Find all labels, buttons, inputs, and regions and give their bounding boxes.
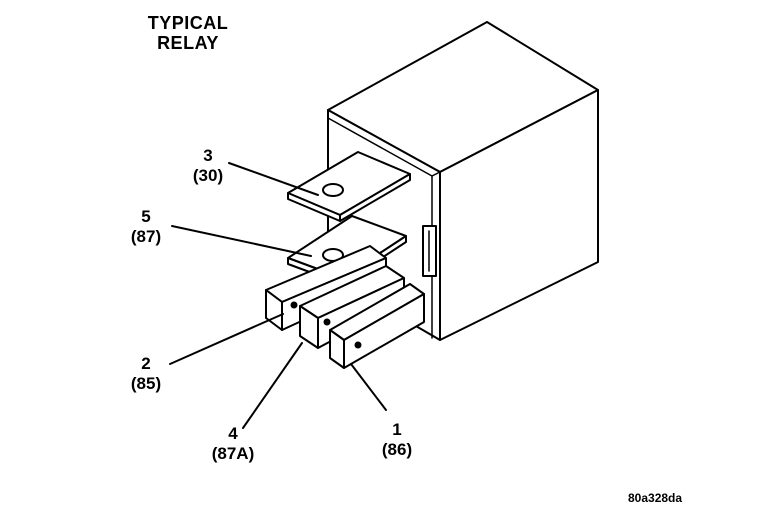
leader-lines [169,162,387,429]
leader-line-1 [350,363,387,411]
terminal-blade-1 [329,283,425,369]
terminal-label-4: 4 (87A) [198,424,268,464]
terminal-number: 1 [392,420,402,439]
terminal-blade-1-hole [354,341,362,349]
leader-line-5 [171,225,312,257]
terminal-code: (87A) [211,444,255,463]
terminal-code: (86) [381,440,413,459]
terminal-number: 5 [141,207,151,226]
terminal-label-1: 1 (86) [370,420,424,460]
diagram-title: TYPICAL RELAY [138,13,238,53]
terminal-blade-3-hole [322,183,344,197]
leader-line-2 [169,313,284,365]
leader-line-4 [242,342,303,429]
terminal-code: (85) [130,374,162,393]
terminal-code: (30) [192,166,224,185]
terminal-label-3: 3 (30) [182,146,234,186]
terminal-number: 3 [203,146,213,165]
leader-line-3 [228,162,319,196]
terminal-blade-3 [287,151,411,222]
terminal-label-5: 5 (87) [120,207,172,247]
terminal-number: 2 [141,354,151,373]
terminal-number: 4 [228,424,238,443]
terminal-blade-4-hole [323,318,331,326]
diagram-title-line-2: RELAY [157,33,219,53]
terminal-blade-2-hole [290,301,298,309]
diagram-title-line-1: TYPICAL [147,13,229,33]
terminal-code: (87) [130,227,162,246]
terminal-label-2: 2 (85) [120,354,172,394]
figure-code: 80a328da [628,491,683,505]
